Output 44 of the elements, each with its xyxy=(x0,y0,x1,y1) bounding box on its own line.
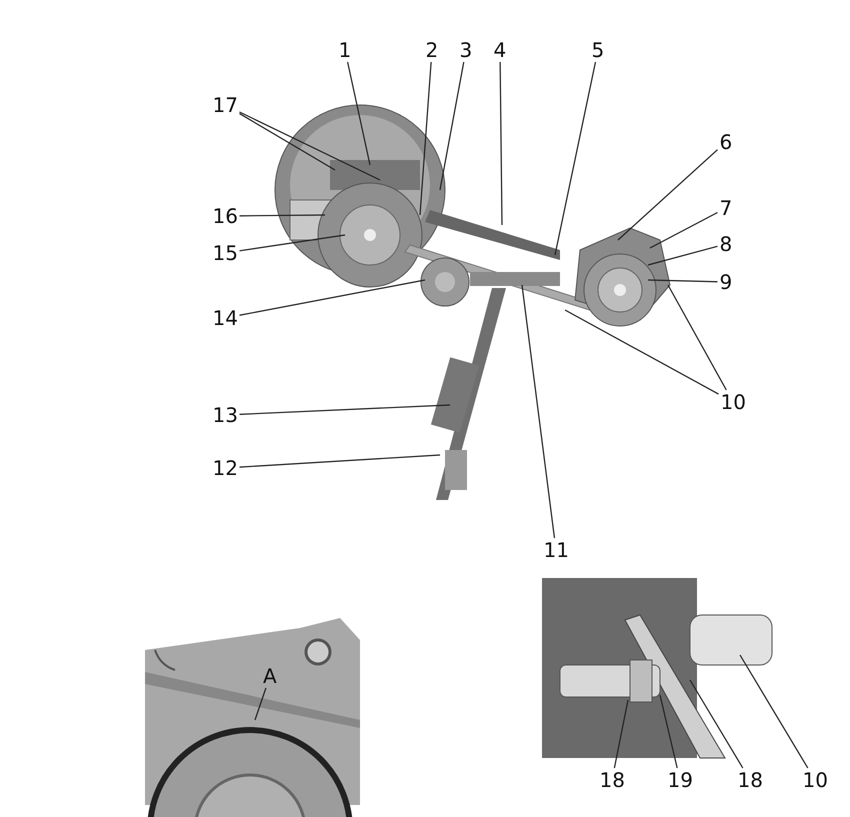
callout-number: 11 xyxy=(544,539,569,561)
callout-number: A xyxy=(263,665,277,687)
callout-number: 13 xyxy=(212,404,238,426)
callout-number: 18 xyxy=(738,769,763,791)
leader-line xyxy=(239,113,336,171)
leader-line xyxy=(240,214,325,216)
leader-line xyxy=(650,212,718,249)
callout-number: 8 xyxy=(720,233,732,255)
callout-number: 14 xyxy=(212,307,238,329)
callout-number: 12 xyxy=(212,457,238,479)
leader-line xyxy=(439,62,464,190)
leader-line xyxy=(239,111,380,181)
leader-line xyxy=(521,284,556,538)
callout-number: 4 xyxy=(494,39,506,61)
leader-line xyxy=(667,284,727,390)
callout-number: 17 xyxy=(212,94,238,116)
leader-line xyxy=(419,62,432,216)
callout-number: 2 xyxy=(426,39,438,61)
callout-number: 10 xyxy=(802,769,828,791)
callout-number: 7 xyxy=(720,197,732,219)
callout-number: 15 xyxy=(212,242,238,264)
leader-line xyxy=(648,246,718,266)
leader-line xyxy=(239,404,450,415)
leader-line xyxy=(689,680,744,768)
callout-number: 18 xyxy=(600,769,625,791)
leader-line xyxy=(648,279,718,282)
callout-number: 6 xyxy=(720,131,732,153)
callout-number: 10 xyxy=(720,391,746,413)
callout-number: 3 xyxy=(460,39,472,61)
leader-line xyxy=(239,234,346,252)
leader-line xyxy=(564,309,719,395)
leader-line xyxy=(254,688,266,720)
callout-number: 9 xyxy=(720,271,732,293)
callout-number: 5 xyxy=(592,39,604,61)
leader-line xyxy=(239,454,440,468)
callout-number: 1 xyxy=(338,39,352,61)
leader-line xyxy=(347,62,371,166)
callout-number: 19 xyxy=(668,769,693,791)
leader-line xyxy=(554,62,596,256)
leader-line xyxy=(239,279,426,316)
leader-line xyxy=(500,62,503,225)
leader-line xyxy=(739,654,808,768)
leader-line xyxy=(618,149,718,240)
callout-number: 16 xyxy=(212,205,238,227)
